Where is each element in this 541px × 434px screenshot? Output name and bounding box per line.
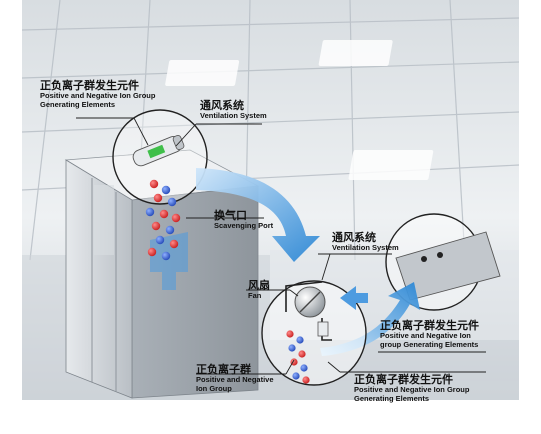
label-generator-bottom: 正负离子群发生元件 Positive and Negative Ion Grou… xyxy=(354,373,470,403)
generator-detail-circle xyxy=(112,109,208,205)
label-generator-top-en1: Positive and Negative Ion Group xyxy=(40,91,156,101)
label-ventilation-top-zh: 通风系统 xyxy=(200,99,244,112)
label-generator-bottom-en1: Positive and Negative Ion Group xyxy=(354,385,470,395)
fan-detail-circle xyxy=(261,280,368,386)
label-ventilation-top: 通风系统 Ventilation System xyxy=(200,99,267,121)
ion-cloud-fan xyxy=(286,330,310,384)
label-generator-top-zh: 正负离子群发生元件 xyxy=(40,79,139,92)
ion-cloud-top xyxy=(145,179,181,261)
label-scavenging-port: 换气口 Scavenging Port xyxy=(214,209,274,231)
label-generator-right-en1: Positive and Negative Ion xyxy=(380,331,471,341)
label-ion-group-en1: Positive and Negative xyxy=(196,375,274,385)
label-fan-en: Fan xyxy=(248,291,262,301)
airflow-arrow-main xyxy=(196,168,320,262)
label-generator-bottom-zh: 正负离子群发生元件 xyxy=(354,373,453,386)
label-ventilation-mid-en: Ventilation System xyxy=(332,243,399,253)
label-ventilation-mid-zh: 通风系统 xyxy=(332,231,376,244)
label-scavenging-port-zh: 换气口 xyxy=(214,209,247,222)
label-fan-zh: 风扇 xyxy=(248,279,270,292)
label-generator-right-zh: 正负离子群发生元件 xyxy=(380,319,479,332)
label-generator-top: 正负离子群发生元件 Positive and Negative Ion Grou… xyxy=(40,79,156,109)
label-ventilation-top-en: Ventilation System xyxy=(200,111,267,121)
label-generator-right: 正负离子群发生元件 Positive and Negative Ion grou… xyxy=(380,319,479,349)
label-scavenging-port-en: Scavenging Port xyxy=(214,221,274,231)
label-ventilation-mid: 通风系统 Ventilation System xyxy=(332,231,399,253)
label-ion-group: 正负离子群 Positive and Negative Ion Group xyxy=(196,363,274,393)
label-generator-top-en2: Generating Elements xyxy=(40,99,116,109)
cabinet-airflow xyxy=(150,232,188,290)
label-generator-bottom-en2: Generating Elements xyxy=(354,393,430,403)
label-generator-right-en2: group Generating Elements xyxy=(380,339,479,349)
label-ion-group-en2: Ion Group xyxy=(196,383,232,393)
label-ion-group-zh: 正负离子群 xyxy=(196,363,251,376)
leader-lines xyxy=(76,117,486,375)
label-fan: 风扇 Fan xyxy=(248,279,270,301)
ceiling-lights xyxy=(165,40,434,180)
